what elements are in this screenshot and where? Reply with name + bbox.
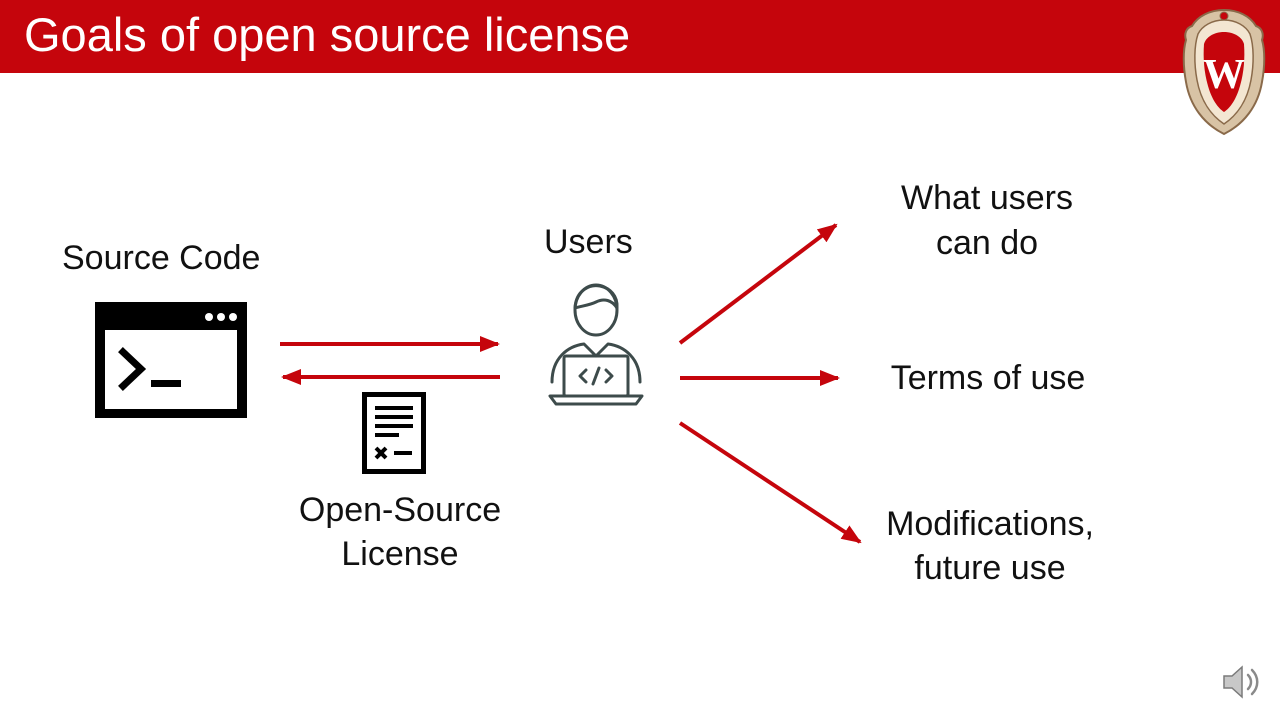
open-source-license-label-line2: License (341, 535, 459, 573)
license-document-icon (362, 392, 426, 474)
open-source-license-label-line1: Open-Source (298, 491, 502, 529)
what-users-can-do-line1: What users (901, 179, 1073, 217)
arrow-to-modifications (678, 421, 862, 544)
slide-title: Goals of open source license (24, 8, 631, 61)
modifications-line1: Modifications, (886, 505, 1094, 543)
title-bar: Goals of open source license (0, 0, 1280, 73)
arrow-to-what-users-can-do (678, 223, 838, 345)
developer-laptop-icon (548, 283, 644, 406)
users-label: Users (544, 223, 633, 261)
svg-text:W: W (1203, 52, 1245, 98)
uw-crest-icon: W (1182, 8, 1266, 136)
speaker-icon[interactable] (1220, 660, 1264, 704)
terminal-window-icon (95, 302, 247, 418)
terms-of-use-label: Terms of use (890, 359, 1086, 397)
what-users-can-do-line2: can do (935, 224, 1039, 262)
source-code-label: Source Code (62, 239, 261, 277)
modifications-line2: future use (914, 549, 1066, 587)
